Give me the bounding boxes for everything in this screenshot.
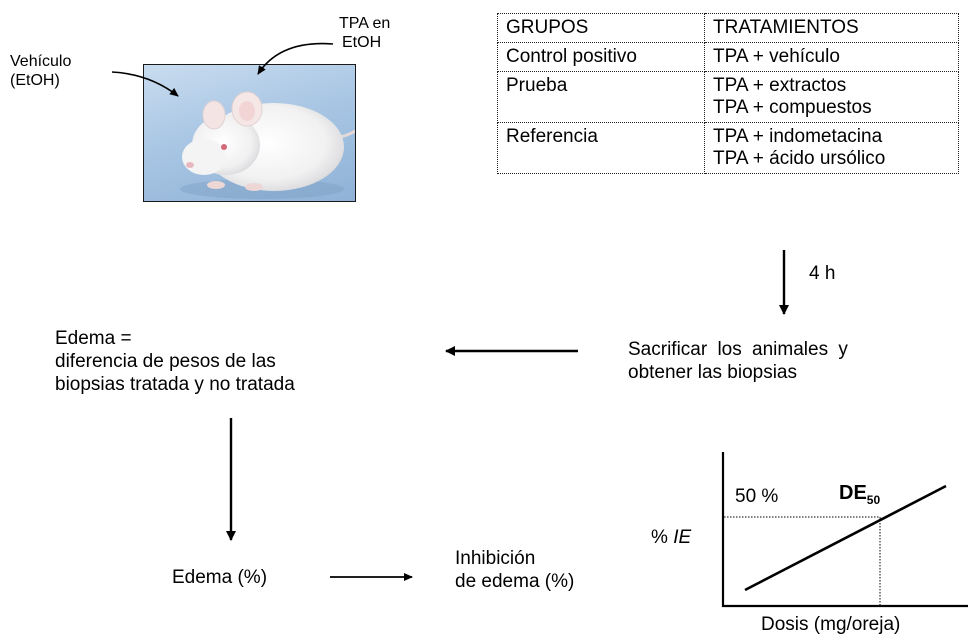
table-header: TRATAMIENTOS [704, 13, 959, 43]
treatment-cell: TPA + vehículo [704, 42, 959, 72]
table-header-row: GRUPOS TRATAMIENTOS [497, 13, 959, 43]
edema-definition: Edema = diferencia de pesos de las biops… [55, 328, 295, 395]
group-cell: Referencia [497, 122, 705, 174]
table-row: Prueba TPA + extractos TPA + compuestos [497, 71, 959, 123]
table-header: GRUPOS [497, 13, 705, 43]
tpa-pointer-arrow [257, 42, 334, 75]
groups-table: GRUPOS TRATAMIENTOS Control positivo TPA… [497, 13, 959, 174]
dose-response-line [744, 484, 947, 592]
group-cell: Prueba [497, 71, 705, 123]
table-row: Referencia TPA + indometacina TPA + ácid… [497, 122, 959, 174]
ed50-label: DE50 [839, 482, 881, 507]
vehicle-pointer-arrow [111, 71, 179, 97]
table-row: Control positivo TPA + vehículo [497, 42, 959, 72]
fifty-percent-label: 50 % [735, 486, 779, 507]
treatment-cell: TPA + indometacina TPA + ácido ursólico [704, 122, 959, 174]
inhibition-label: Inhibición de edema (%) [455, 548, 575, 592]
vehicle-label: Vehículo (EtOH) [10, 53, 72, 89]
mouse-illustration [180, 91, 355, 199]
tpa-label: TPA en EtOH [339, 15, 391, 51]
time-label: 4 h [809, 263, 836, 284]
x-axis-label: Dosis (mg/oreja) [761, 614, 901, 635]
y-axis-label: % IE [651, 527, 692, 548]
mouse-photo [143, 64, 356, 202]
treatment-cell: TPA + extractos TPA + compuestos [704, 71, 959, 123]
edema-percent-label: Edema (%) [172, 567, 268, 588]
sacrifice-text: Sacrificar los animales y obtener las bi… [628, 339, 848, 383]
